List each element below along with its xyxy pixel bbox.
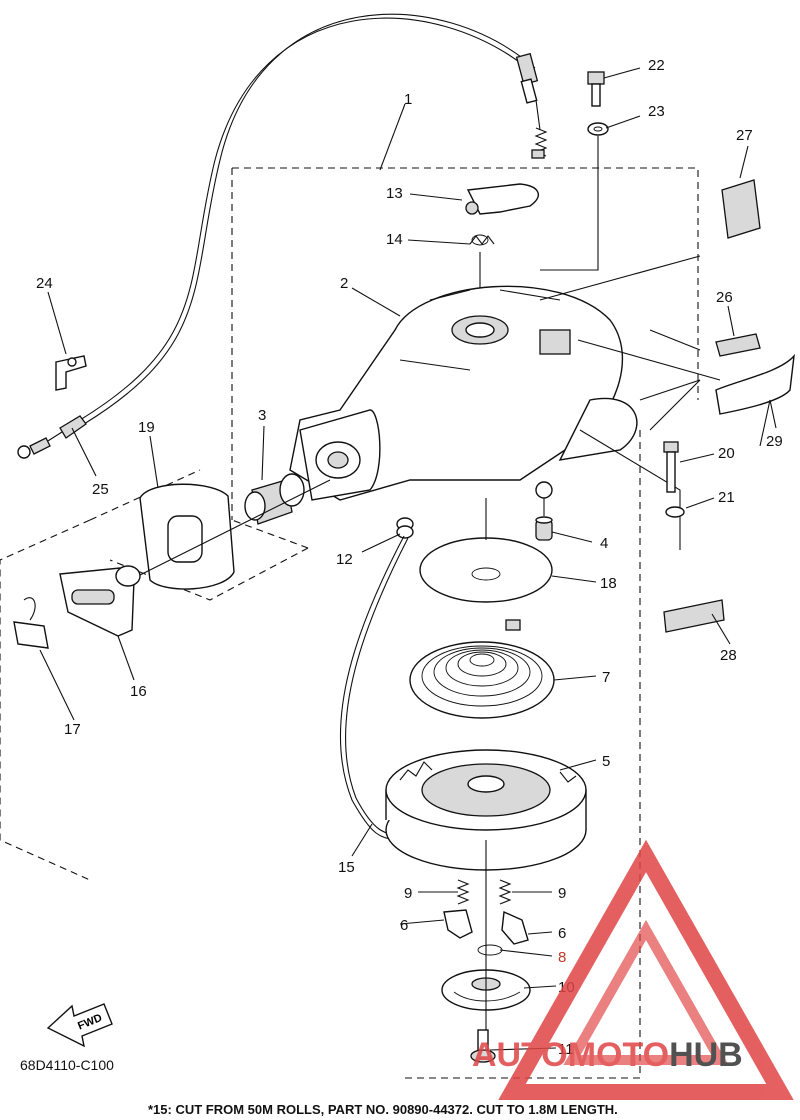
starter-rope <box>109 479 331 591</box>
callout-24: 24 <box>36 275 53 292</box>
callout-15: 15 <box>338 859 355 876</box>
washer-21 <box>665 506 685 518</box>
guide-3 <box>244 473 305 525</box>
callout-6-left: 6 <box>400 917 408 934</box>
pawl-6-left <box>443 909 473 939</box>
starter-housing-2 <box>289 285 638 501</box>
callout-13: 13 <box>386 185 403 202</box>
callout-2: 2 <box>340 275 348 292</box>
bolt-11 <box>470 1029 496 1063</box>
watermark-prefix: AUTOMOTO <box>472 1036 669 1074</box>
rope-stopper-17 <box>13 597 49 649</box>
diagram-code: 68D4110-C100 <box>20 1057 114 1073</box>
clip-8 <box>477 944 503 956</box>
fwd-arrow: FWD <box>46 1003 113 1048</box>
bolt-22 <box>587 71 605 107</box>
callout-21: 21 <box>718 489 735 506</box>
callout-8: 8 <box>558 949 566 966</box>
callout-19: 19 <box>138 419 155 436</box>
footnote: *15: CUT FROM 50M ROLLS, PART NO. 90890-… <box>148 1102 618 1117</box>
throttle-cable-2 <box>83 13 536 425</box>
callout-17: 17 <box>64 721 81 738</box>
lever-13 <box>465 183 539 215</box>
callout-9-left: 9 <box>404 885 412 902</box>
decal-28 <box>663 599 725 633</box>
callout-9-right: 9 <box>558 885 566 902</box>
watermark-logo: AUTOMOTOHUB <box>472 839 794 1100</box>
cable-clamp-24 <box>55 355 87 391</box>
watermark-suffix: HUB <box>669 1036 743 1074</box>
cable-end-bottom <box>17 415 87 459</box>
callout-23: 23 <box>648 103 665 120</box>
callout-5: 5 <box>602 753 610 770</box>
decal-27 <box>721 179 761 239</box>
decal-26 <box>715 333 761 357</box>
callout-14: 14 <box>386 231 403 248</box>
reel-pulley-5 <box>385 749 587 871</box>
callout-20: 20 <box>718 445 735 462</box>
leader-lines <box>39 67 777 1051</box>
starter-handle-16 <box>59 565 141 637</box>
callout-25: 25 <box>92 481 109 498</box>
callout-29: 29 <box>766 433 783 450</box>
callout-6-right: 6 <box>558 925 566 942</box>
cable-15 <box>339 535 405 841</box>
collar-4 <box>535 516 553 541</box>
callout-12: 12 <box>336 551 353 568</box>
callout-11: 11 <box>558 1041 574 1058</box>
watermark-text: AUTOMOTOHUB <box>472 1036 743 1074</box>
callout-22: 22 <box>648 57 665 74</box>
assembly-boundary <box>231 167 699 1079</box>
callout-4: 4 <box>600 535 608 552</box>
callout-26: 26 <box>716 289 733 306</box>
pawl-6-right <box>501 910 529 945</box>
callout-18: 18 <box>600 575 617 592</box>
callout-1: 1 <box>404 91 412 108</box>
callout-16: 16 <box>130 683 147 700</box>
grommet-12 <box>396 517 414 539</box>
callout-7: 7 <box>602 669 610 686</box>
callout-3: 3 <box>258 407 266 424</box>
grommet-19 <box>139 483 235 590</box>
callout-27: 27 <box>736 127 753 144</box>
spring-9-left <box>456 879 470 905</box>
decal-29 <box>715 353 795 415</box>
bolt-20 <box>663 441 679 493</box>
plate-18 <box>419 537 553 603</box>
spring-14 <box>469 234 495 246</box>
spiral-spring-7 <box>409 619 555 719</box>
spring-9-right <box>498 879 512 905</box>
cable-spring <box>531 127 548 159</box>
throttle-cable <box>79 17 531 421</box>
washer-23 <box>587 122 609 136</box>
callout-28: 28 <box>720 647 737 664</box>
cable-end-top <box>515 52 541 131</box>
